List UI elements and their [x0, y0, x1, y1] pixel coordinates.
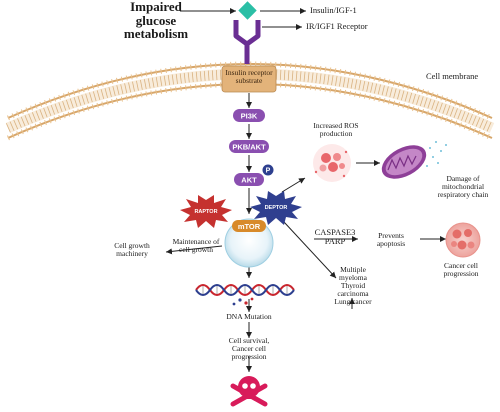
ros-label: Increased ROS production	[313, 121, 359, 138]
raptor-star-icon	[180, 195, 232, 228]
receptor-label: IR/IGF1 Receptor	[306, 21, 368, 31]
dna-mutation-label: DNA Mutation	[226, 312, 272, 321]
insulin-igf-label: Insulin/IGF-1	[310, 5, 357, 15]
pi3k-node	[233, 109, 265, 122]
insulin-ligand-icon	[238, 1, 257, 20]
growth-machinery-label: Cell growth machinery	[114, 241, 150, 258]
mtor-label: mTOR	[238, 222, 261, 231]
caspase-parp-label: CASPASE3 PARP	[314, 227, 356, 246]
deptor-star-icon	[250, 191, 302, 225]
pathway-arrows	[165, 8, 446, 372]
prevents-apoptosis-label: Prevents apoptosis	[376, 231, 406, 248]
cell-survival-label: Cell survival, Cancer cell progression	[228, 336, 270, 361]
akt-label: AKT	[241, 176, 257, 185]
irs-label: Insulin receptor substrate	[225, 68, 273, 85]
mito-damage-label: Damage of mitochondrial respiratory chai…	[437, 174, 489, 199]
mtor-node	[232, 220, 266, 232]
skull-crossbones-icon	[230, 376, 268, 407]
impaired-glucose-label: Impaired glucose metabolism	[123, 0, 189, 42]
pkb-akt-node	[229, 140, 269, 153]
mitochondria-icon	[381, 141, 447, 179]
pi3k-label: PI3K	[241, 112, 258, 121]
cancer-progression-label: Cancer cell progression	[443, 261, 479, 278]
pkb-akt-label: PKB/AKT	[232, 143, 266, 152]
dna-helix-icon	[195, 284, 295, 306]
phosphate-icon	[262, 164, 274, 176]
cancer-types-label: Multiple myeloma Thyroid carcinoma Lung …	[334, 265, 372, 306]
maintenance-label: Maintenance of cell growth	[172, 237, 220, 254]
cell-membrane-label: Cell membrane	[426, 71, 479, 81]
irs-box	[221, 65, 277, 93]
deptor-label: DEPTOR	[265, 205, 288, 211]
akt-node	[234, 173, 264, 186]
raptor-label: RAPTOR	[194, 209, 217, 215]
phosphate-label: P	[266, 168, 271, 175]
receptor-icon	[233, 20, 261, 64]
ros-cluster-icon	[313, 144, 351, 182]
cancer-cell-icon	[445, 222, 481, 258]
